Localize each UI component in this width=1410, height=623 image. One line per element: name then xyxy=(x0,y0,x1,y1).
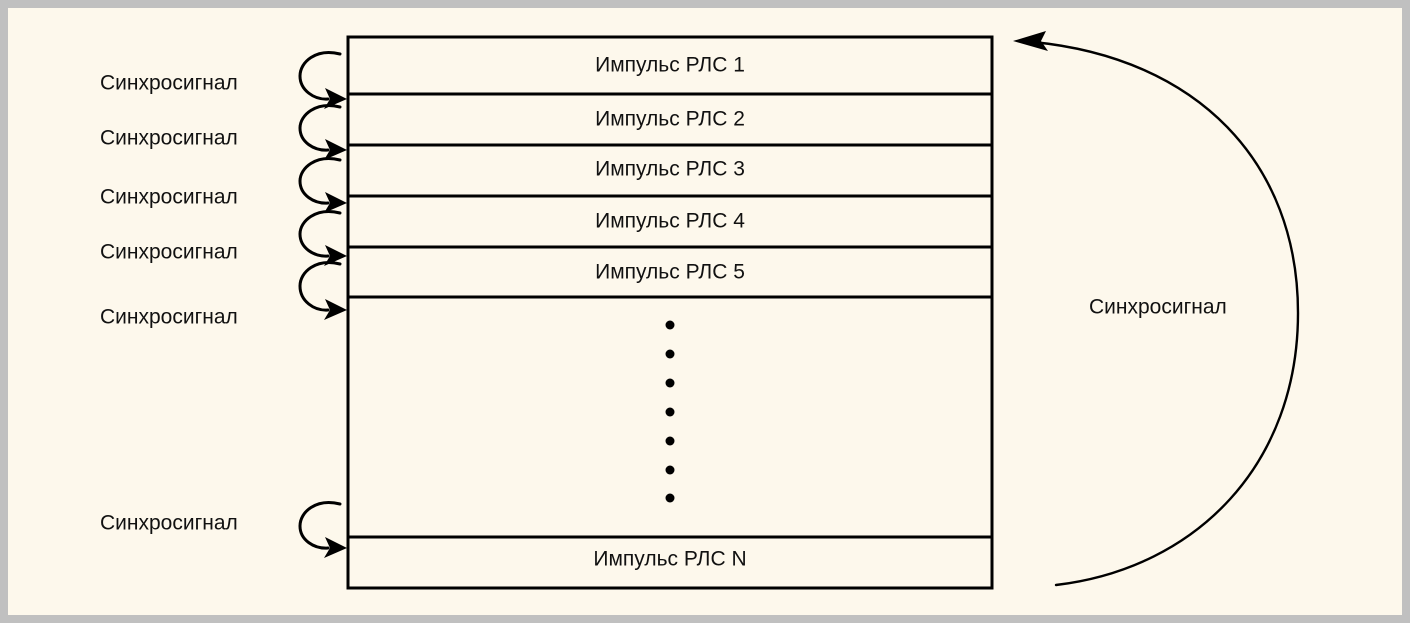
feedback-arrowhead xyxy=(1013,31,1048,51)
sync-loop-arrow-2 xyxy=(298,104,342,152)
sync-loop-arrow-5 xyxy=(298,261,342,312)
pulse-row-label-2: Импульс РЛС 2 xyxy=(595,108,745,131)
pulse-row-label-5: Импульс РЛС 5 xyxy=(595,261,745,284)
sync-signal-group-4: Синхросигнал xyxy=(100,210,347,266)
pulse-row-label-1: Импульс РЛС 1 xyxy=(595,54,745,77)
left-sync-label-6: Синхросигнал xyxy=(100,512,238,535)
sync-loop-arrowhead-4 xyxy=(324,245,347,266)
sync-signal-group-3: Синхросигнал xyxy=(100,157,347,213)
pulse-stack: Импульс РЛС 1 Импульс РЛС 2 Импульс РЛС … xyxy=(346,35,994,590)
sync-signal-group-5: Синхросигнал xyxy=(100,261,347,329)
pulse-row-label-4: Импульс РЛС 4 xyxy=(595,210,745,233)
sync-loop-arrowhead-6 xyxy=(324,537,347,558)
vertical-ellipsis xyxy=(665,320,675,503)
sync-loop-arrow-3 xyxy=(298,157,342,205)
sync-loop-arrow-6 xyxy=(298,501,342,550)
ellipsis-dot xyxy=(665,349,675,359)
sync-signal-group-1: Синхросигнал xyxy=(100,51,347,109)
sync-signal-group-2: Синхросигнал xyxy=(100,104,347,160)
ellipsis-dot xyxy=(665,378,675,388)
feedback-sync-signal: Синхросигнал xyxy=(1013,31,1300,587)
ellipsis-dot xyxy=(665,320,675,330)
ellipsis-dot xyxy=(665,407,675,417)
sync-loop-arrow-1 xyxy=(298,51,342,101)
sync-loop-arrowhead-3 xyxy=(324,192,347,213)
pulse-stack-outline xyxy=(346,35,994,590)
sync-signal-group-6: Синхросигнал xyxy=(100,501,347,558)
ellipsis-dot xyxy=(665,436,675,446)
radar-pulse-sequence-diagram: Импульс РЛС 1 Импульс РЛС 2 Импульс РЛС … xyxy=(100,31,1300,590)
left-sync-label-3: Синхросигнал xyxy=(100,186,238,209)
sync-loop-arrow-4 xyxy=(298,210,342,258)
left-sync-label-2: Синхросигнал xyxy=(100,127,238,150)
right-sync-label: Синхросигнал xyxy=(1089,296,1227,319)
feedback-arc xyxy=(1031,40,1300,587)
sync-loop-arrowhead-5 xyxy=(324,299,347,320)
ellipsis-dot xyxy=(665,465,675,475)
sync-loop-arrowhead-2 xyxy=(324,139,347,160)
pulse-row-label-3: Импульс РЛС 3 xyxy=(595,158,745,181)
left-sync-label-4: Синхросигнал xyxy=(100,241,238,264)
ellipsis-dot xyxy=(665,493,675,503)
left-sync-label-1: Синхросигнал xyxy=(100,72,238,95)
sync-loop-arrowhead-1 xyxy=(324,88,347,109)
pulse-row-label-n: Импульс РЛС N xyxy=(593,548,746,571)
left-sync-label-5: Синхросигнал xyxy=(100,306,238,329)
